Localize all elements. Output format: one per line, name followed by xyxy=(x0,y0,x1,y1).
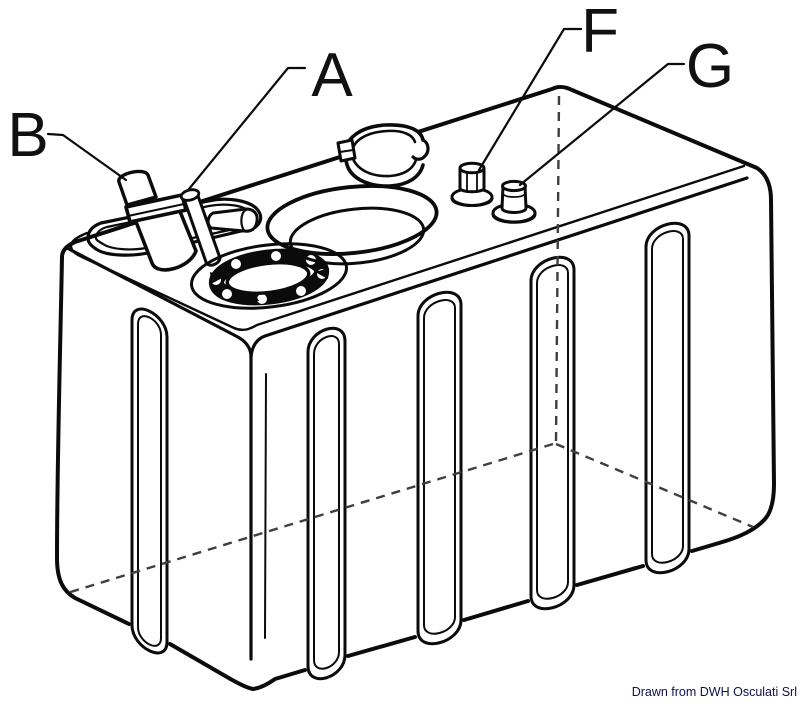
hidden-bottom-left-edge xyxy=(63,442,554,596)
callout-label-g: G xyxy=(686,32,734,101)
port-outer-flange xyxy=(189,242,349,310)
callout-label-b: B xyxy=(7,101,48,170)
front-corner-highlight-line xyxy=(264,373,267,639)
front-rib-3 xyxy=(529,255,576,611)
left-face-rib xyxy=(130,307,169,655)
fitting-f-hex-cap xyxy=(458,167,486,194)
leader-line-a xyxy=(187,66,307,191)
leader-line-g xyxy=(518,62,686,187)
stiffening-ribs xyxy=(130,221,691,681)
fill-fitting-collar xyxy=(124,193,188,224)
fill-fitting-body xyxy=(131,202,198,272)
leader-line-f xyxy=(477,27,583,172)
callout-label-a: A xyxy=(311,41,353,110)
hidden-bottom-right-edge xyxy=(555,442,754,529)
tray-outer-rim xyxy=(86,197,263,257)
hidden-back-vertical-edge xyxy=(554,95,561,442)
recessed-tray-group xyxy=(86,169,263,272)
top-rim-inner-line xyxy=(69,164,746,332)
leader-line-b xyxy=(46,132,128,182)
callout-label-f: F xyxy=(581,0,619,66)
leader-lines xyxy=(46,27,686,191)
inspection-port xyxy=(189,242,349,310)
fill-fitting-stub xyxy=(117,169,158,207)
hidden-edge-lines xyxy=(63,95,754,596)
fitting-g-cap xyxy=(500,184,528,214)
tank-body xyxy=(55,84,776,691)
fitting-f xyxy=(450,161,494,207)
front-rib-4 xyxy=(644,221,691,575)
spare-tube xyxy=(206,207,259,233)
front-corner-edge xyxy=(65,246,253,661)
front-rib-2 xyxy=(416,290,463,646)
vent-fitting-cap xyxy=(179,188,201,202)
front-rib-1 xyxy=(306,326,347,681)
filler-neck-clamp xyxy=(336,123,431,188)
oval-opening-outer xyxy=(265,184,439,256)
port-lock-teeth xyxy=(210,253,329,301)
fitting-g xyxy=(491,179,537,224)
oval-opening-inner xyxy=(288,206,426,266)
callout-labels: A B F G xyxy=(7,0,734,170)
tank-silhouette xyxy=(55,84,776,691)
front-top-edge xyxy=(249,176,749,359)
oval-opening xyxy=(265,184,439,266)
port-opening xyxy=(225,261,311,295)
caption: Drawn from DWH Osculati Srl xyxy=(632,685,797,699)
fill-fitting-b xyxy=(117,169,198,272)
